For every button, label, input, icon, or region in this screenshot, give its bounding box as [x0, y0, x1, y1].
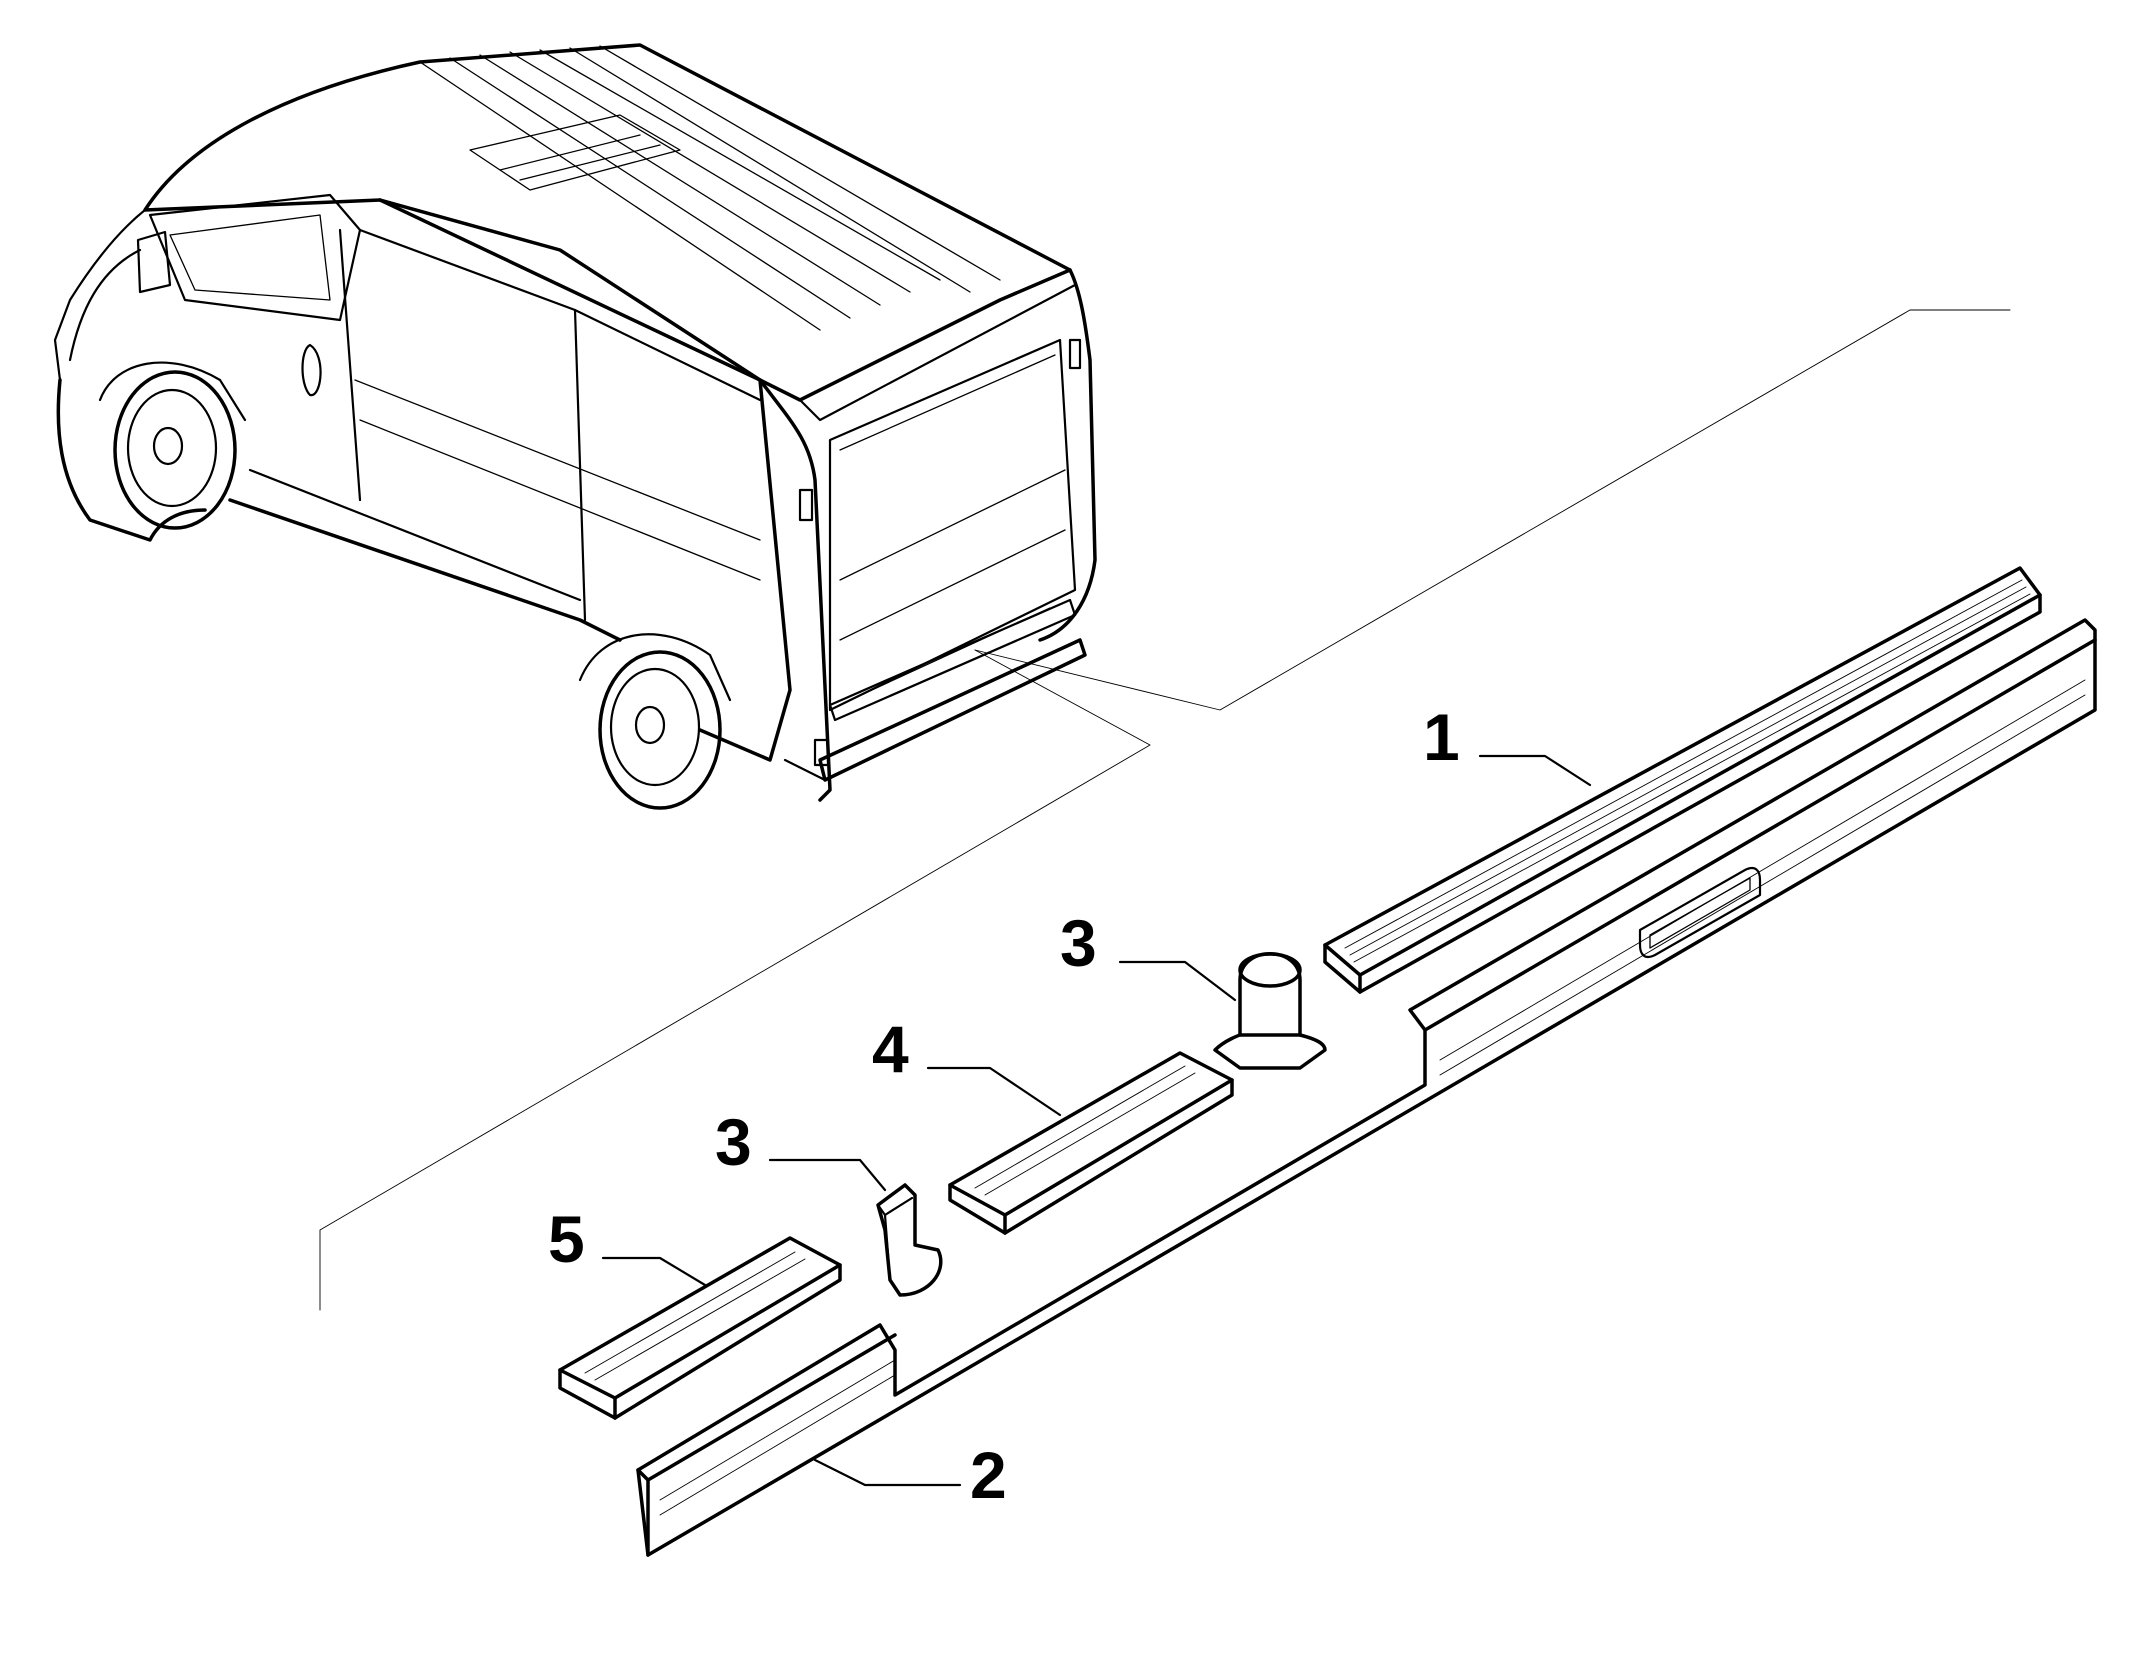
van-illustration [53, 43, 1097, 810]
callout-numbers: 1 2 3 3 4 5 [548, 700, 1460, 1512]
leader-3a [1118, 960, 1237, 1002]
callout-number-3b: 3 [715, 1105, 752, 1179]
part-2-threshold [636, 618, 2097, 1557]
callout-number-3a: 3 [1060, 906, 1097, 980]
guide-lines [319, 309, 2011, 1311]
leader-3b [768, 1158, 887, 1192]
callout-leaders [601, 754, 1592, 1487]
callout-number-4: 4 [872, 1012, 909, 1086]
leader-2 [813, 1458, 962, 1487]
part-3-cap-plug [1213, 952, 1327, 1070]
part-1-sill-strip [1323, 566, 2042, 994]
leader-5 [601, 1256, 707, 1287]
part-3-clip [876, 1183, 943, 1297]
callout-number-2: 2 [970, 1438, 1007, 1512]
part-4-strip [948, 1051, 1234, 1235]
callout-number-1: 1 [1423, 700, 1460, 774]
leader-1 [1478, 754, 1592, 787]
leader-4 [926, 1066, 1062, 1117]
callout-number-5: 5 [548, 1202, 585, 1276]
part-5-strip [558, 1236, 842, 1420]
